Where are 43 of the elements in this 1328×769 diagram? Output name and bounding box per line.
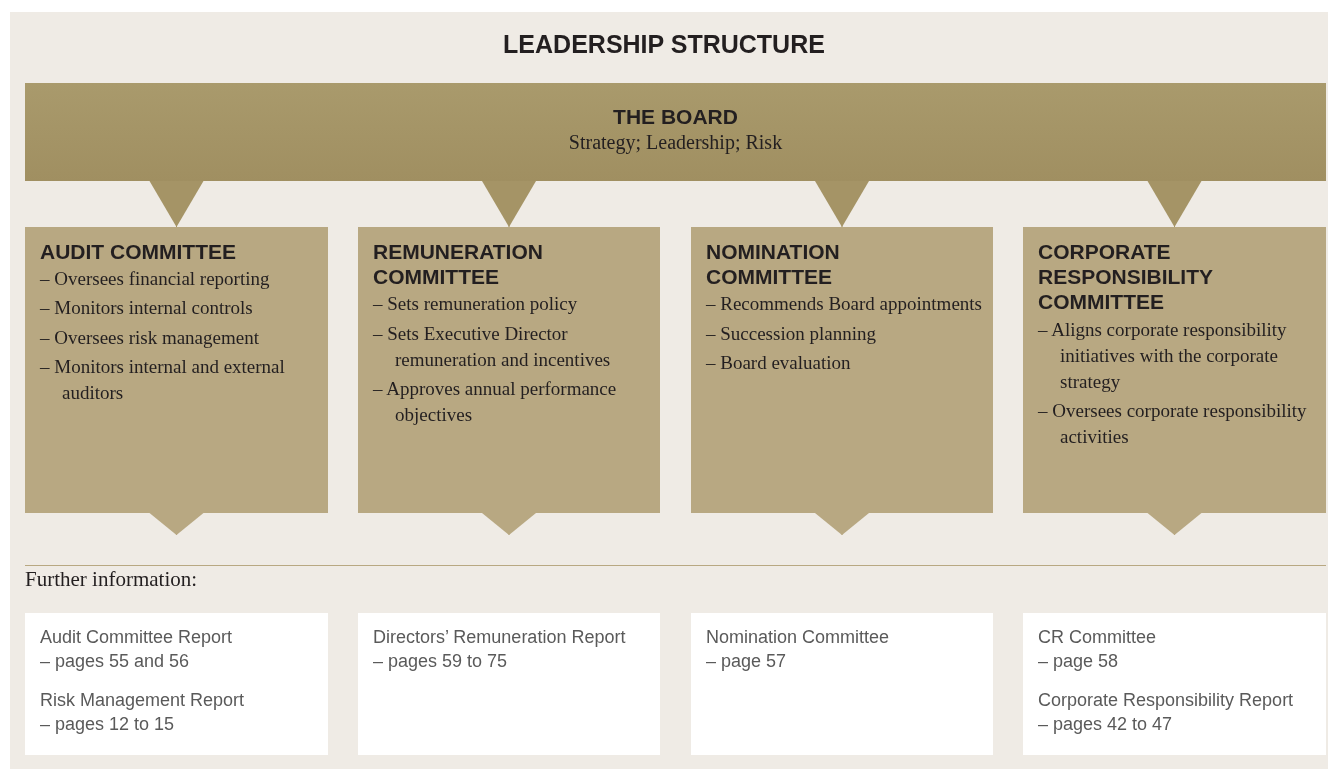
reference-card	[358, 613, 660, 755]
report-reference: CR Committee – page 58	[1038, 626, 1158, 674]
bullet-item: – Oversees financial reporting	[40, 267, 271, 292]
chevron-arrow	[149, 180, 204, 228]
bullet-item: – Monitors internal controls	[40, 296, 254, 321]
bullet-item: – Oversees risk management	[40, 325, 260, 350]
bullet-item: – Monitors internal and external auditors	[40, 354, 286, 406]
bullet-item: – Succession planning	[706, 321, 877, 346]
reference-card	[1023, 613, 1326, 755]
reference-card	[25, 613, 328, 755]
committee-panel	[25, 227, 328, 513]
chevron-arrow	[815, 180, 869, 228]
chevron-arrow	[815, 512, 869, 536]
report-reference: Audit Committee Report – pages 55 and 56	[40, 626, 234, 674]
bullet-item: – Board evaluation	[706, 350, 852, 375]
committee-panel	[691, 227, 993, 513]
report-reference: Directors’ Remuneration Report – pages 59 to 75	[373, 626, 627, 674]
bullet-item: – Approves annual performance objectives	[373, 377, 618, 428]
chevron-arrow	[149, 512, 204, 536]
committee-heading: AUDIT COMMITTEE	[40, 239, 237, 265]
report-reference: Corporate Responsibility Report – pages 42 to 47	[1038, 688, 1295, 736]
chevron-arrow	[482, 512, 536, 536]
committee-heading: NOMINATION COMMITTEE	[706, 239, 841, 290]
chevron-arrow	[482, 180, 536, 228]
bullet-item: – Sets Executive Director remuneration and incentives	[373, 321, 612, 372]
bullet-item: – Oversees corporate responsibility activities	[1038, 399, 1308, 450]
report-reference: Nomination Committee – page 57	[706, 626, 891, 674]
bullet-item: – Recommends Board appointments	[706, 292, 983, 317]
board-remit: Strategy; Leadership; Risk	[567, 131, 784, 154]
bullet-item: – Sets remuneration policy	[373, 292, 579, 317]
diagram-title: LEADERSHIP STRUCTURE	[502, 30, 826, 59]
board-banner	[25, 83, 1326, 181]
committee-heading: CORPORATE RESPONSIBILITY COMMITTEE	[1038, 239, 1214, 315]
section-label: Further information:	[25, 567, 198, 592]
board-heading: THE BOARD	[612, 105, 739, 129]
chevron-arrow	[1147, 512, 1202, 536]
chevron-arrow	[1147, 180, 1202, 228]
committee-panel	[358, 227, 660, 513]
reference-card	[691, 613, 993, 755]
committee-panel	[1023, 227, 1326, 513]
committee-heading: REMUNERATION COMMITTEE	[373, 239, 544, 290]
report-reference: Risk Management Report – pages 12 to 15	[40, 688, 246, 736]
bullet-item: – Aligns corporate responsibility initiatives with the corporate strategy	[1038, 317, 1288, 394]
